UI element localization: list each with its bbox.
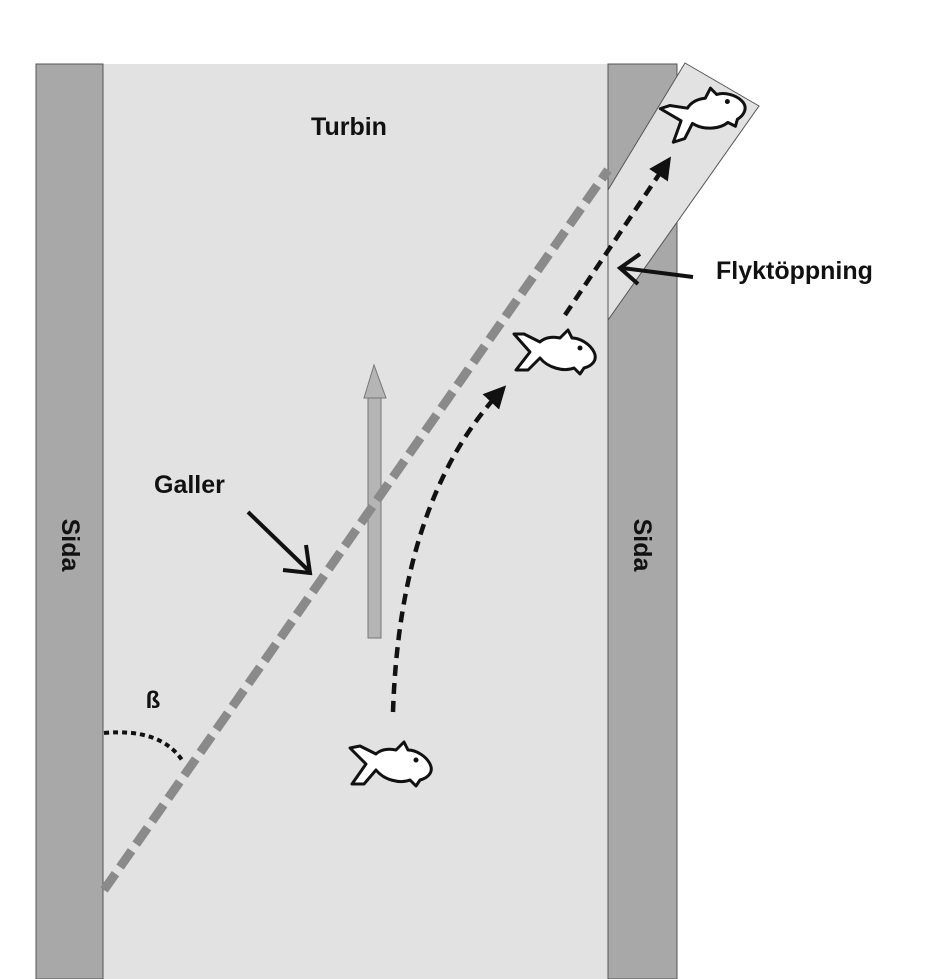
right-side-label: Sida bbox=[628, 519, 656, 573]
fish-icon bbox=[512, 328, 597, 376]
fish-icon bbox=[658, 86, 747, 144]
turbine-label: Turbin bbox=[311, 113, 387, 141]
angle-label: ß bbox=[146, 687, 161, 714]
right-side-wall bbox=[607, 213, 678, 979]
left-side-wall bbox=[35, 63, 104, 979]
fish-path-lower bbox=[390, 385, 507, 713]
screen-label: Galler bbox=[154, 471, 225, 499]
angle-arc bbox=[103, 730, 184, 762]
fish-path-upper bbox=[563, 156, 672, 317]
screen-pointer-arrow bbox=[246, 510, 313, 576]
escape-opening-label: Flyktöppning bbox=[716, 257, 873, 285]
screen-line bbox=[100, 167, 612, 893]
channel bbox=[36, 64, 677, 979]
escape-pointer-arrow bbox=[616, 252, 694, 286]
fish-icon bbox=[348, 740, 433, 788]
left-side-label: Sida bbox=[56, 519, 84, 573]
